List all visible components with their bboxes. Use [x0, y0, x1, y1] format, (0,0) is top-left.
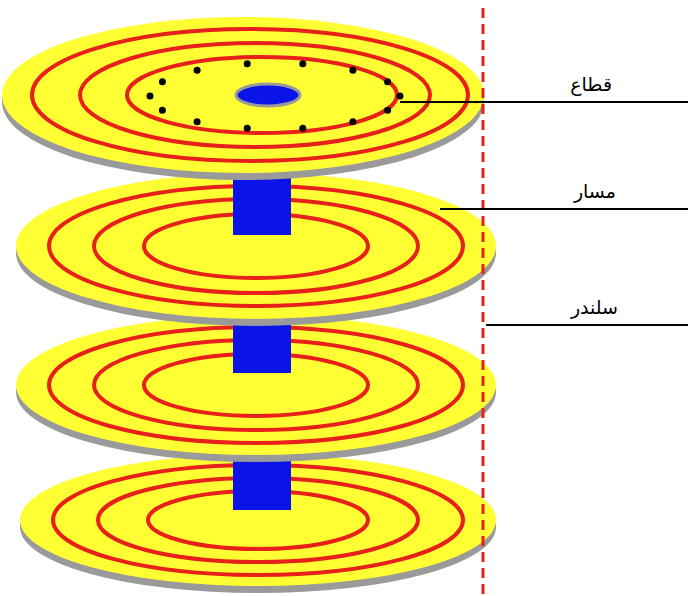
- part-label: قطاع: [570, 73, 612, 96]
- sector-dots: [147, 60, 404, 131]
- sector-dot: [244, 60, 251, 67]
- sector-dot: [194, 67, 201, 74]
- sector-dot: [194, 118, 201, 125]
- leader-line: [440, 208, 688, 210]
- leader-line: [486, 324, 688, 326]
- sector-dot: [299, 60, 306, 67]
- sector-dot: [384, 78, 391, 85]
- leader-line: [400, 101, 688, 103]
- sector-dot: [147, 93, 154, 100]
- platter: [2, 17, 484, 180]
- sector-dot: [159, 78, 166, 85]
- sector-dot: [299, 125, 306, 132]
- part-label: مسار: [574, 180, 616, 203]
- sector-dot: [397, 93, 404, 100]
- sector-dot: [244, 125, 251, 132]
- sector-dot: [349, 118, 356, 125]
- cylinder-line: [482, 8, 485, 596]
- sector-dot: [349, 67, 356, 74]
- sector-dot: [384, 107, 391, 114]
- sector-dot: [159, 107, 166, 114]
- part-label: سلندر: [571, 296, 618, 319]
